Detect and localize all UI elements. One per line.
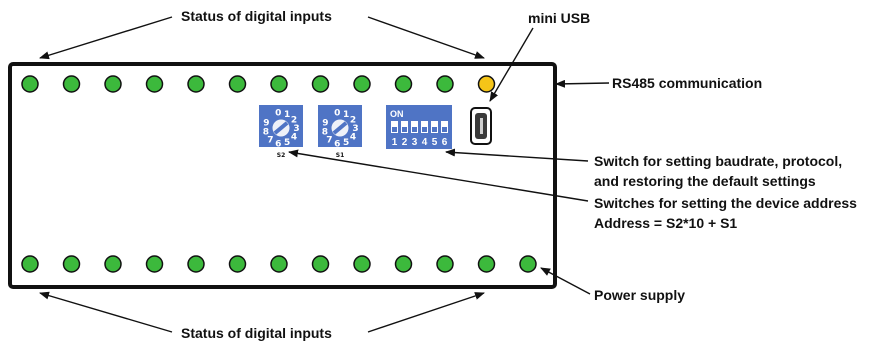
label-switch-line2: and restoring the default settings bbox=[594, 173, 816, 189]
led-indicator bbox=[187, 255, 205, 273]
dip-position-number: 1 bbox=[392, 137, 398, 148]
label-switch-line1: Switch for setting baudrate, protocol, bbox=[594, 153, 842, 169]
led-indicator bbox=[21, 255, 39, 273]
label-status-inputs-top: Status of digital inputs bbox=[181, 8, 332, 24]
led-row-bottom bbox=[21, 255, 537, 273]
dip-toggle-lever bbox=[402, 127, 407, 132]
dip-on-label: ON bbox=[390, 109, 404, 119]
led-indicator bbox=[353, 255, 371, 273]
dip-position-number: 6 bbox=[442, 137, 448, 148]
dial-digit: 9 bbox=[322, 119, 328, 129]
rotary-pointer bbox=[332, 121, 348, 135]
dial-digit: 5 bbox=[284, 138, 290, 148]
led-indicator bbox=[62, 75, 81, 93]
led-indicator bbox=[353, 75, 371, 93]
dial-digit: 3 bbox=[352, 124, 358, 134]
dip-toggle-lever bbox=[442, 127, 447, 132]
dial-digit: 5 bbox=[343, 138, 349, 148]
label-address-line1: Switches for setting the device address bbox=[594, 195, 857, 211]
dial-digit: 0 bbox=[334, 109, 340, 119]
label-status-inputs-bottom: Status of digital inputs bbox=[181, 325, 332, 341]
device-board bbox=[8, 62, 557, 289]
dip-toggle-lever bbox=[412, 127, 417, 132]
led-indicator bbox=[311, 255, 330, 273]
led-indicator bbox=[21, 75, 39, 93]
led-indicator bbox=[436, 255, 454, 273]
label-address-line2: Address = S2*10 + S1 bbox=[594, 215, 737, 231]
mini-usb-port[interactable] bbox=[470, 107, 492, 145]
dial-digit: 3 bbox=[293, 124, 299, 134]
dial-label-s1: S1 bbox=[336, 152, 345, 159]
dial-digit: 1 bbox=[343, 110, 349, 120]
label-power-supply: Power supply bbox=[594, 287, 685, 303]
led-indicator bbox=[104, 75, 122, 93]
led-indicator bbox=[477, 75, 496, 93]
dip-toggle-lever bbox=[392, 127, 397, 132]
dial-digit: 4 bbox=[350, 133, 356, 143]
dip-toggle-lever bbox=[432, 127, 437, 132]
led-indicator bbox=[104, 255, 122, 273]
dial-digit: 7 bbox=[267, 135, 273, 145]
dip-position-number: 3 bbox=[412, 137, 418, 148]
dial-digit: 0 bbox=[275, 109, 281, 119]
led-indicator bbox=[228, 255, 247, 273]
led-indicator bbox=[145, 255, 164, 273]
dip-position-number: 4 bbox=[422, 137, 428, 148]
led-indicator bbox=[394, 255, 413, 273]
led-indicator bbox=[477, 255, 496, 273]
dial-digit: 6 bbox=[334, 139, 340, 149]
dip-position-number: 2 bbox=[402, 137, 408, 148]
led-indicator bbox=[145, 75, 164, 93]
usb-contacts bbox=[480, 118, 483, 134]
dial-digit: 2 bbox=[291, 116, 297, 126]
dial-digit: 1 bbox=[284, 110, 290, 120]
annotation-arrows bbox=[39, 16, 610, 333]
dial-label-s2: S2 bbox=[277, 152, 286, 159]
dip-toggle-lever bbox=[422, 127, 427, 132]
led-indicator bbox=[62, 255, 81, 273]
label-mini-usb: mini USB bbox=[528, 10, 590, 26]
label-rs485: RS485 communication bbox=[612, 75, 762, 91]
led-indicator bbox=[270, 255, 288, 273]
led-indicator bbox=[187, 75, 205, 93]
led-indicator bbox=[436, 75, 454, 93]
led-indicator bbox=[228, 75, 247, 93]
led-indicator bbox=[519, 255, 537, 273]
dial-digit: 9 bbox=[263, 119, 269, 129]
dip-position-number: 5 bbox=[432, 137, 438, 148]
led-indicator bbox=[394, 75, 413, 93]
dial-digit: 2 bbox=[350, 116, 356, 126]
dial-digit: 4 bbox=[291, 133, 297, 143]
led-indicator bbox=[311, 75, 330, 93]
dial-digit: 8 bbox=[263, 128, 269, 138]
dial-digit: 8 bbox=[322, 128, 328, 138]
led-indicator bbox=[270, 75, 288, 93]
rotary-pointer bbox=[273, 121, 289, 135]
dial-digit: 7 bbox=[326, 135, 332, 145]
dial-digit: 6 bbox=[275, 139, 281, 149]
led-row-top bbox=[21, 75, 496, 93]
